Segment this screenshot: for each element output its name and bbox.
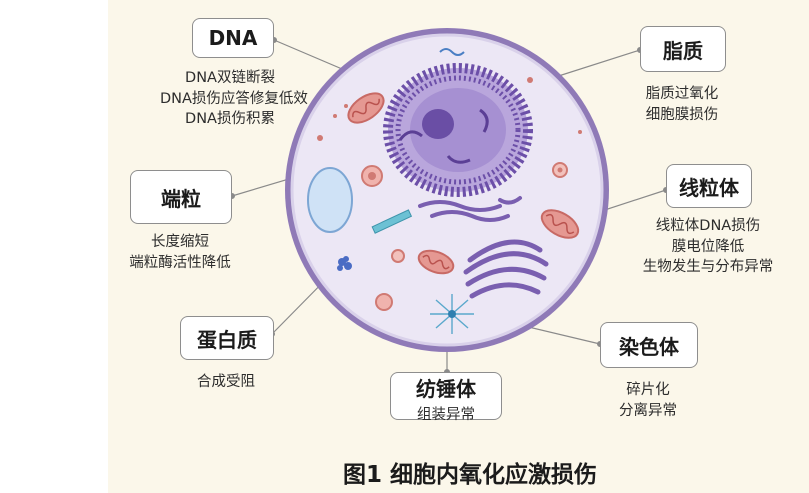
label-chromosome-title: 染色体 bbox=[619, 334, 679, 359]
dna-fragment-icon bbox=[439, 48, 465, 56]
desc-telomere-line-2: 端粒酶活性降低 bbox=[129, 254, 231, 271]
label-spindle: 纺锤体 组装异常 bbox=[390, 372, 502, 423]
desc-dna-line-1: DNA双链断裂 bbox=[185, 70, 275, 86]
label-protein-title: 蛋白质 bbox=[197, 327, 257, 352]
label-mitochondria: 线粒体 bbox=[666, 164, 752, 208]
label-spindle-title: 纺锤体 bbox=[416, 376, 476, 401]
desc-protein-line-1: 合成受阻 bbox=[197, 374, 255, 390]
mitochondria bbox=[347, 92, 580, 275]
nucleus bbox=[383, 63, 533, 197]
desc-mito-line-2: 膜电位降低 bbox=[671, 238, 745, 255]
centrosome bbox=[430, 294, 474, 334]
ribosome-cluster bbox=[337, 256, 352, 271]
desc-telomere-line-1: 长度缩短 bbox=[151, 234, 209, 250]
label-dna-title: DNA bbox=[208, 26, 258, 50]
label-telomere-title: 端粒 bbox=[161, 186, 201, 211]
nucleolus bbox=[422, 109, 454, 139]
vacuole bbox=[307, 167, 353, 233]
label-chromosome: 染色体 bbox=[600, 322, 698, 368]
label-lipid: 脂质 bbox=[640, 26, 726, 72]
label-lipid-title: 脂质 bbox=[663, 38, 703, 63]
microtubule bbox=[371, 209, 413, 234]
label-dna: DNA bbox=[192, 18, 274, 58]
desc-dna-line-2: DNA损伤应答修复低效 bbox=[160, 90, 308, 107]
golgi-apparatus bbox=[463, 239, 549, 299]
endoplasmic-reticulum bbox=[418, 196, 522, 222]
desc-lipid-line-2: 细胞膜损伤 bbox=[645, 106, 719, 123]
desc-mitochondria: 线粒体DNA损伤 膜电位降低 生物发生与分布异常 bbox=[628, 216, 788, 278]
figure-caption: 图1 细胞内氧化应激损伤 bbox=[342, 462, 597, 488]
label-protein: 蛋白质 bbox=[180, 316, 274, 360]
desc-chromosome-line-1: 碎片化 bbox=[626, 382, 670, 398]
label-telomere: 端粒 bbox=[130, 170, 232, 224]
desc-protein: 合成受阻 bbox=[180, 372, 272, 393]
desc-dna-line-3: DNA损伤积累 bbox=[185, 111, 275, 127]
label-spindle-desc: 组装异常 bbox=[417, 406, 475, 423]
label-mito-title: 线粒体 bbox=[679, 175, 739, 200]
desc-lipid: 脂质过氧化 细胞膜损伤 bbox=[626, 84, 738, 125]
desc-chromosome: 碎片化 分离异常 bbox=[600, 380, 696, 421]
desc-mito-line-3: 生物发生与分布异常 bbox=[642, 259, 774, 275]
desc-chromosome-line-2: 分离异常 bbox=[619, 402, 677, 419]
vesicles bbox=[317, 77, 582, 311]
desc-lipid-line-1: 脂质过氧化 bbox=[645, 86, 719, 102]
leader-line-lipid bbox=[545, 49, 641, 81]
desc-dna: DNA双链断裂 DNA损伤应答修复低效 DNA损伤积累 bbox=[160, 68, 308, 130]
desc-mito-line-1: 线粒体DNA损伤 bbox=[655, 218, 761, 234]
desc-telomere: 长度缩短 端粒酶活性降低 bbox=[118, 232, 242, 273]
